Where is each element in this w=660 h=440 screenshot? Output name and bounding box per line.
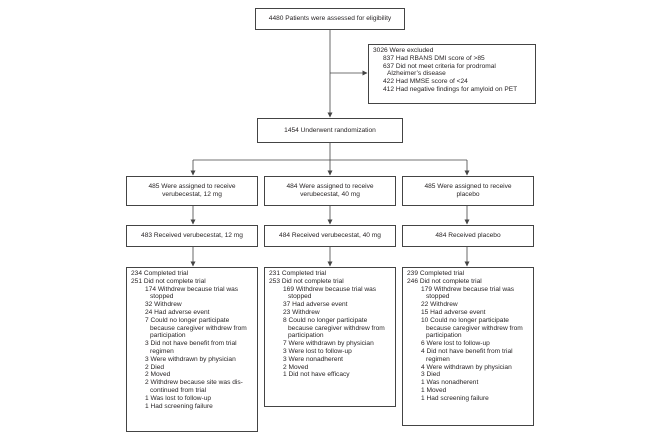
excluded-item: 837 Had RBANS DMI score of >85: [383, 54, 485, 62]
arm1-outcome-box: 234 Completed trial 251 Did not complete…: [126, 267, 258, 432]
assessed-text: 4480 Patients were assessed for eligibil…: [268, 15, 392, 23]
arm1-item: 2 Died: [145, 363, 165, 371]
arm2-item: 8 Could no longer participate because ca…: [283, 316, 385, 340]
excluded-item: 412 Had negative findings for amyloid on…: [383, 85, 518, 93]
arm3-received-text: 484 Received placebo: [435, 232, 501, 240]
arm2-assigned-box: 484 Were assigned to receive verubecesta…: [264, 176, 396, 206]
arm3-item: 22 Withdrew: [421, 301, 458, 309]
arm3-item: 1 Moved: [421, 386, 447, 394]
arm2-item: 3 Were nonadherent: [283, 355, 343, 363]
arm2-item: 1 Did not have efficacy: [283, 371, 350, 379]
arm2-received-box: 484 Received verubecestat, 40 mg: [264, 225, 396, 247]
arm2-completed: 231 Completed trial: [269, 270, 327, 277]
arm1-not-completed: 251 Did not complete trial: [131, 277, 206, 285]
arm2-outcome-box: 231 Completed trial 253 Did not complete…: [264, 267, 396, 407]
arm3-item: 4 Did not have benefit from trial regime…: [421, 347, 513, 363]
arm3-completed: 239 Completed trial: [407, 270, 465, 277]
arm3-item: 3 Died: [421, 371, 441, 379]
arm3-item: 179 Withdrew because trial was stopped: [421, 285, 515, 301]
arm2-not-completed: 253 Did not complete trial: [269, 277, 344, 285]
arm3-item: 10 Could no longer participate because c…: [421, 316, 523, 340]
arm3-item: 6 Were lost to follow-up: [421, 340, 490, 348]
arm1-item: 7 Could no longer participate because ca…: [145, 316, 247, 340]
excluded-box: 3026 Were excluded 837 Had RBANS DMI sco…: [368, 44, 536, 104]
arm2-item: 169 Withdrew because trial was stopped: [283, 285, 377, 301]
arm1-item: 24 Had adverse event: [145, 308, 210, 316]
arm3-item: 1 Had screening failure: [421, 394, 489, 402]
arm2-item: 2 Moved: [283, 363, 309, 371]
excluded-header: 3026 Were excluded: [373, 47, 434, 54]
arm2-received-text: 484 Received verubecestat, 40 mg: [279, 232, 381, 240]
arm3-not-completed: 246 Did not complete trial: [407, 277, 482, 285]
arm1-received-box: 483 Received verubecestat, 12 mg: [126, 225, 258, 247]
arm1-item: 3 Were withdrawn by physician: [145, 355, 236, 363]
arm3-item: 1 Was nonadherent: [421, 379, 479, 387]
arm3-received-box: 484 Received placebo: [402, 225, 534, 247]
arm2-assigned-text: 484 Were assigned to receive verubecesta…: [286, 183, 374, 198]
arm3-assigned-text: 485 Were assigned to receive placebo: [424, 183, 512, 198]
arm1-completed: 234 Completed trial: [131, 270, 189, 277]
arm2-item: 3 Were lost to follow-up: [283, 347, 352, 355]
excluded-item: 422 Had MMSE score of <24: [383, 78, 468, 86]
arm3-assigned-box: 485 Were assigned to receive placebo: [402, 176, 534, 206]
arm1-received-text: 483 Received verubecestat, 12 mg: [141, 232, 243, 240]
randomization-box: 1454 Underwent randomization: [257, 118, 403, 143]
arm1-assigned-box: 485 Were assigned to receive verubecesta…: [126, 176, 258, 206]
arm1-item: 174 Withdrew because trial was stopped: [145, 285, 239, 301]
arm1-item: 1 Was lost to follow-up: [145, 394, 212, 402]
arm2-item: 37 Had adverse event: [283, 301, 348, 309]
arm2-item: 7 Were withdrawn by physician: [283, 340, 374, 348]
arm1-assigned-text: 485 Were assigned to receive verubecesta…: [148, 183, 236, 198]
excluded-item: 637 Did not meet criteria for prodromal …: [383, 62, 496, 78]
arm1-item: 1 Had screening failure: [145, 402, 213, 410]
arm1-item: 32 Withdrew: [145, 301, 182, 309]
arm1-item: 3 Did not have benefit from trial regime…: [145, 340, 237, 355]
arm3-outcome-box: 239 Completed trial 246 Did not complete…: [402, 267, 534, 426]
arm3-item: 4 Were withdrawn by physician: [421, 363, 512, 371]
arm3-item: 15 Had adverse event: [421, 308, 486, 316]
arm1-item: 2 Withdrew because site was dis-continue…: [145, 379, 243, 394]
arm2-item: 23 Withdrew: [283, 308, 320, 316]
arm1-item: 2 Moved: [145, 371, 171, 379]
assessed-box: 4480 Patients were assessed for eligibil…: [255, 8, 405, 30]
randomization-text: 1454 Underwent randomization: [284, 126, 376, 134]
